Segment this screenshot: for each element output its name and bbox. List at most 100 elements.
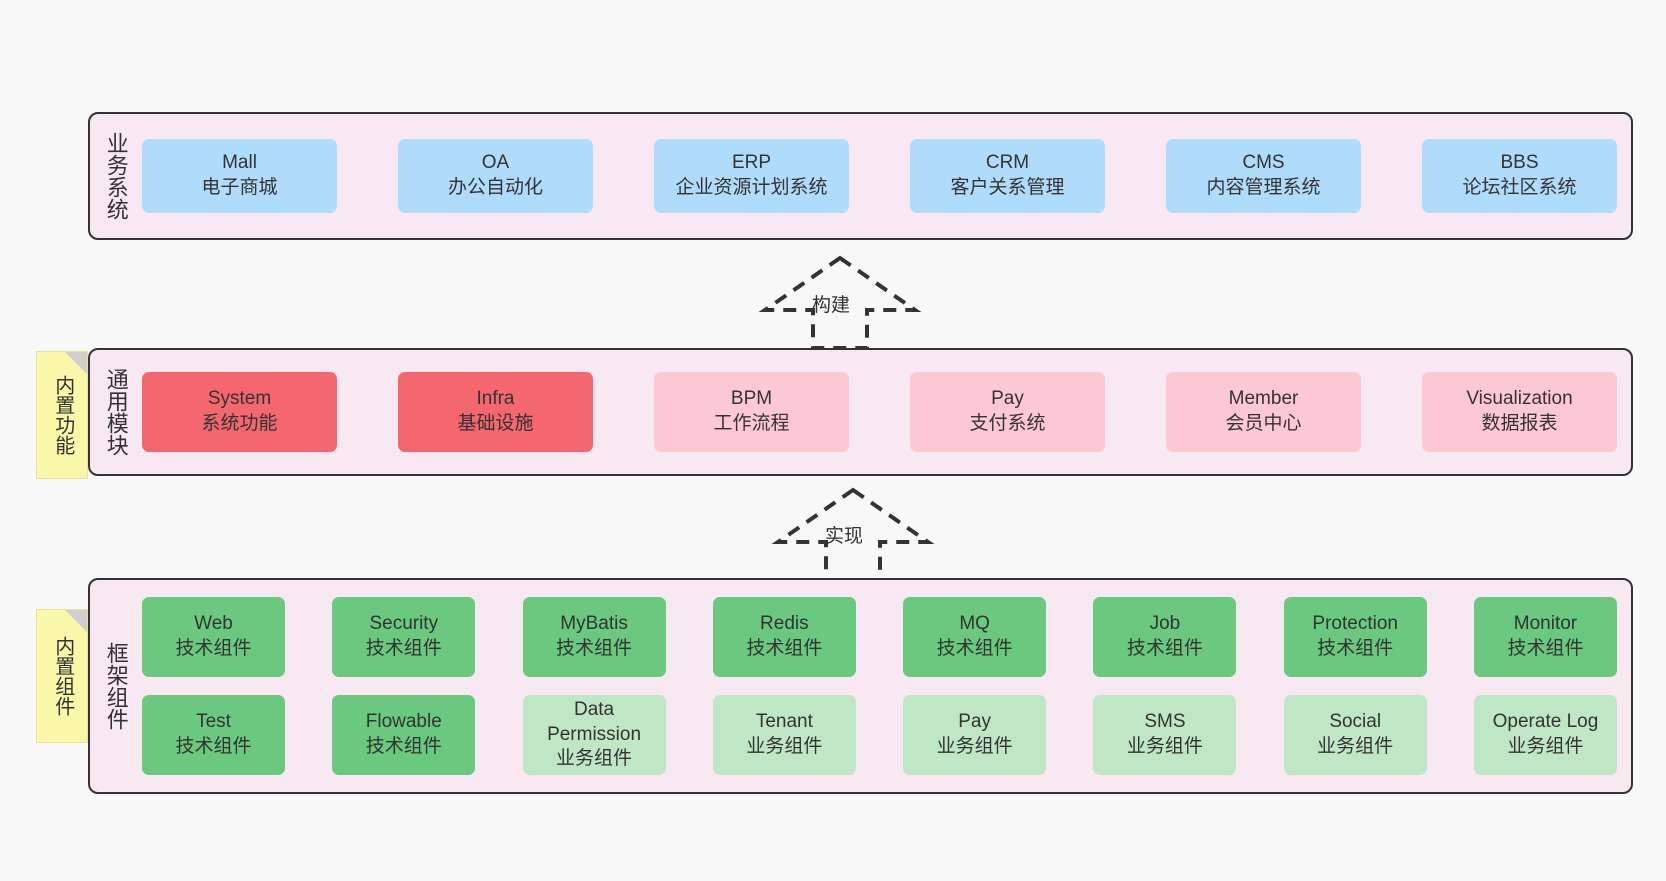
module-name: CRM	[985, 152, 1030, 174]
module-card-visualization[interactable]: Visualization 数据报表	[1422, 372, 1617, 452]
module-name: SMS	[1144, 711, 1186, 733]
arrow-label-implement: 实现	[825, 526, 864, 547]
arrow-label-build: 构建	[812, 295, 851, 316]
module-name: Infra	[476, 388, 515, 410]
module-card-mybatis[interactable]: MyBatis 技术组件	[522, 597, 666, 677]
module-desc: 技术组件	[746, 638, 823, 659]
module-name: Job	[1149, 613, 1181, 635]
layer-body-common: System 系统功能 Infra 基础设施 BPM 工作流程 Pay 支付系统…	[142, 350, 1631, 474]
note-builtin-features: 内置功能	[36, 351, 88, 479]
module-card-infra[interactable]: Infra 基础设施	[398, 372, 593, 452]
module-card-bpm[interactable]: BPM 工作流程	[654, 372, 849, 452]
module-name: System	[207, 388, 272, 410]
module-card-system[interactable]: System 系统功能	[142, 372, 337, 452]
module-card-bbs[interactable]: BBS 论坛社区系统	[1422, 139, 1617, 213]
module-card-pay[interactable]: Pay 支付系统	[910, 372, 1105, 452]
module-desc: 论坛社区系统	[1462, 177, 1577, 198]
module-desc: 支付系统	[969, 413, 1046, 434]
module-name: BBS	[1500, 152, 1539, 174]
module-desc: 业务组件	[1507, 736, 1584, 757]
module-desc: 技术组件	[1126, 638, 1203, 659]
module-name: OA	[481, 152, 510, 174]
layer-framework-components: 框架组件 Web 技术组件 Security 技术组件 MyBatis 技术组件…	[88, 578, 1633, 794]
module-card-operate-log[interactable]: Operate Log 业务组件	[1473, 695, 1617, 775]
layer-title-business: 业务系统	[103, 132, 129, 220]
module-name: Web	[194, 613, 233, 635]
module-card-redis[interactable]: Redis 技术组件	[712, 597, 856, 677]
layer-common-modules: 通用模块 System 系统功能 Infra 基础设施 BPM 工作流程 Pay…	[88, 348, 1633, 476]
module-name: BPM	[730, 388, 773, 410]
module-desc: 企业资源计划系统	[675, 177, 828, 198]
note-label: 内置组件	[51, 636, 74, 716]
module-name: Operate Log	[1492, 711, 1599, 733]
module-card-web[interactable]: Web 技术组件	[142, 597, 285, 677]
module-name: Protection	[1312, 613, 1398, 635]
module-name: Test	[196, 711, 231, 733]
module-card-erp[interactable]: ERP 企业资源计划系统	[654, 139, 849, 213]
module-desc: 业务组件	[556, 748, 633, 770]
note-fold-icon	[65, 352, 87, 374]
module-desc: 会员中心	[1225, 413, 1302, 434]
note-builtin-components: 内置组件	[36, 609, 88, 743]
module-card-mall[interactable]: Mall 电子商城	[142, 139, 337, 213]
module-name: Member	[1228, 388, 1299, 410]
module-desc: 技术组件	[1317, 638, 1394, 659]
layer-business-systems: 业务系统 Mall 电子商城 OA 办公自动化 ERP 企业资源计划系统 CRM…	[88, 112, 1633, 240]
module-card-cms[interactable]: CMS 内容管理系统	[1166, 139, 1361, 213]
module-name: Visualization	[1466, 388, 1573, 410]
module-card-mq[interactable]: MQ 技术组件	[903, 597, 1047, 677]
layer-body-framework: Web 技术组件 Security 技术组件 MyBatis 技术组件 Redi…	[142, 580, 1631, 792]
module-name: ERP	[731, 152, 772, 174]
module-card-sms[interactable]: SMS 业务组件	[1093, 695, 1237, 775]
module-desc: 技术组件	[556, 638, 633, 659]
module-card-social[interactable]: Social 业务组件	[1283, 695, 1427, 775]
module-desc: 业务组件	[936, 736, 1013, 757]
module-card-pay-component[interactable]: Pay 业务组件	[903, 695, 1047, 775]
module-desc: 工作流程	[713, 413, 790, 434]
module-row: Web 技术组件 Security 技术组件 MyBatis 技术组件 Redi…	[142, 597, 1617, 677]
module-desc: 技术组件	[175, 638, 252, 659]
module-card-monitor[interactable]: Monitor 技术组件	[1473, 597, 1617, 677]
module-name: CMS	[1242, 152, 1285, 174]
module-desc: 技术组件	[936, 638, 1013, 659]
module-card-security[interactable]: Security 技术组件	[332, 597, 476, 677]
layer-body-business: Mall 电子商城 OA 办公自动化 ERP 企业资源计划系统 CRM 客户关系…	[142, 114, 1631, 238]
module-name: Monitor	[1513, 613, 1578, 635]
note-label: 内置功能	[51, 375, 74, 455]
module-desc: 客户关系管理	[950, 177, 1065, 198]
module-name: MQ	[959, 613, 990, 635]
module-card-data-permission[interactable]: Data Permission 业务组件	[522, 695, 666, 775]
module-card-crm[interactable]: CRM 客户关系管理	[910, 139, 1105, 213]
layer-title-framework: 框架组件	[103, 642, 129, 730]
module-name: Tenant	[755, 711, 813, 733]
module-name: Mall	[222, 152, 257, 174]
module-desc: 业务组件	[1126, 736, 1203, 757]
module-desc: 办公自动化	[447, 177, 543, 198]
module-desc: 基础设施	[457, 413, 534, 434]
module-row: System 系统功能 Infra 基础设施 BPM 工作流程 Pay 支付系统…	[142, 372, 1617, 452]
module-name: Redis	[760, 613, 809, 635]
layer-title-common: 通用模块	[103, 368, 129, 456]
module-card-member[interactable]: Member 会员中心	[1166, 372, 1361, 452]
module-desc: 内容管理系统	[1206, 177, 1321, 198]
note-fold-icon	[65, 610, 87, 632]
module-card-test[interactable]: Test 技术组件	[142, 695, 285, 775]
module-card-flowable[interactable]: Flowable 技术组件	[332, 695, 476, 775]
module-card-job[interactable]: Job 技术组件	[1093, 597, 1237, 677]
module-card-tenant[interactable]: Tenant 业务组件	[712, 695, 856, 775]
module-name: Security	[369, 613, 439, 635]
module-desc: 业务组件	[1317, 736, 1394, 757]
module-row: Test 技术组件 Flowable 技术组件 Data Permission …	[142, 695, 1617, 775]
module-desc: 技术组件	[1507, 638, 1584, 659]
module-desc: 电子商城	[201, 177, 278, 198]
module-name: Pay	[958, 711, 991, 733]
module-name: Data Permission	[547, 698, 642, 745]
module-desc: 技术组件	[365, 638, 442, 659]
module-row: Mall 电子商城 OA 办公自动化 ERP 企业资源计划系统 CRM 客户关系…	[142, 139, 1617, 213]
module-desc: 数据报表	[1481, 413, 1558, 434]
module-desc: 业务组件	[746, 736, 823, 757]
module-card-protection[interactable]: Protection 技术组件	[1283, 597, 1427, 677]
module-card-oa[interactable]: OA 办公自动化	[398, 139, 593, 213]
module-desc: 系统功能	[201, 413, 278, 434]
